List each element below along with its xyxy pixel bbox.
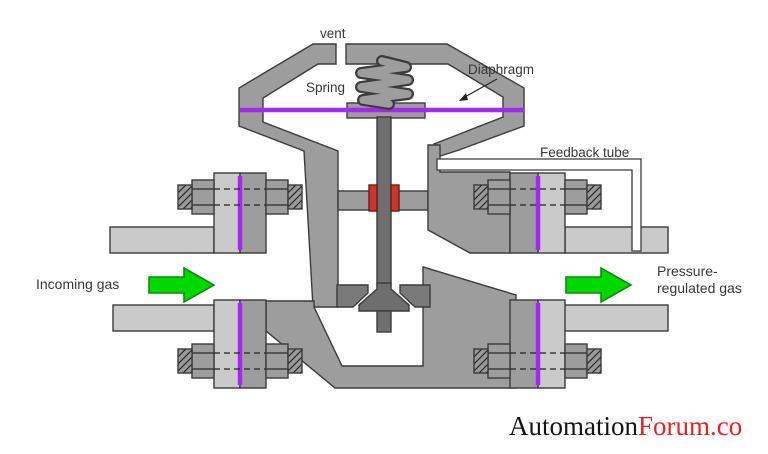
stem-seal-right	[390, 184, 400, 212]
flange-plate-light-lower-right	[537, 299, 566, 389]
bolt-nut	[487, 343, 511, 379]
diaphragm-pointer-line	[462, 78, 498, 99]
bolt-shaft	[177, 184, 193, 210]
outgoing-pipe-upper-wall	[564, 226, 669, 254]
flow-arrows	[148, 266, 633, 304]
feedback-tube-label: Feedback tube	[540, 145, 630, 160]
valve-plug	[358, 282, 410, 312]
diaphragm-pointer-arrowhead-icon	[459, 93, 468, 101]
spring-coil	[355, 55, 414, 110]
bolt-shaft	[586, 348, 602, 374]
pipes-and-flange-plates	[109, 172, 669, 389]
flange-plate-light-upper-right	[537, 172, 566, 254]
automationforum-logo-text: AutomationForum.co	[509, 411, 742, 442]
incoming-gas-label: Incoming gas	[36, 276, 120, 292]
bolt-shaft	[473, 184, 489, 210]
valve-seat	[336, 284, 431, 308]
bolt-nut	[564, 343, 588, 379]
diaphragm-label: Diaphragm	[468, 62, 535, 77]
vent-label: vent	[320, 26, 346, 41]
pressure-regulated-gas-line2: regulated gas	[657, 280, 742, 296]
stem-seals	[368, 184, 400, 212]
bolt-nut	[191, 343, 215, 379]
bolt-shaft	[586, 184, 602, 210]
flange-plate-body-lower-right	[509, 299, 539, 389]
bolt-centerlines	[214, 188, 565, 370]
bolt-shaft	[473, 348, 489, 374]
incoming-pipe-lower-wall	[112, 304, 215, 332]
diaphragm-and-gaskets	[237, 107, 541, 385]
bolt-nut	[191, 179, 215, 215]
valve-stem	[376, 116, 392, 286]
bolt-nut	[564, 179, 588, 215]
bolt-shaft	[177, 348, 193, 374]
diaphragm-pointer	[459, 78, 498, 101]
spring-label: Spring	[306, 80, 346, 95]
flange-plate-light-lower-left	[213, 299, 241, 389]
flange-plate-body-upper-left	[239, 172, 267, 254]
bolt-nut	[487, 179, 511, 215]
stem-seal-left	[368, 184, 378, 212]
flange-plate-body-lower-left	[239, 299, 267, 389]
incoming-pipe-upper-wall	[109, 226, 215, 254]
bolt-nut	[265, 343, 289, 379]
lower-body-bowl	[265, 266, 517, 389]
incoming-flow-arrow-icon	[148, 266, 216, 304]
bonnet-right	[345, 43, 525, 159]
pressure-regulated-gas-line1: Pressure-	[657, 263, 718, 279]
bolt-shaft	[287, 184, 303, 210]
flange-plate-body-upper-right	[509, 172, 539, 254]
brand-red-part: Forum.co	[638, 411, 743, 441]
bolt-nut	[265, 179, 289, 215]
pressure-regulated-gas-label: Pressure- regulated gas	[657, 263, 742, 297]
brand-black-part: Automation	[509, 411, 638, 441]
bolt-shaft	[287, 348, 303, 374]
spring-coil-body	[357, 57, 412, 108]
flange-plate-light-upper-left	[213, 172, 241, 254]
seat-block-right	[399, 284, 431, 308]
stem-and-plug	[358, 116, 410, 333]
feedback-tube-outline	[436, 158, 642, 252]
valve-stem-lower	[376, 310, 392, 333]
outgoing-flow-arrow-icon	[565, 266, 633, 304]
seat-block-left	[336, 284, 369, 308]
